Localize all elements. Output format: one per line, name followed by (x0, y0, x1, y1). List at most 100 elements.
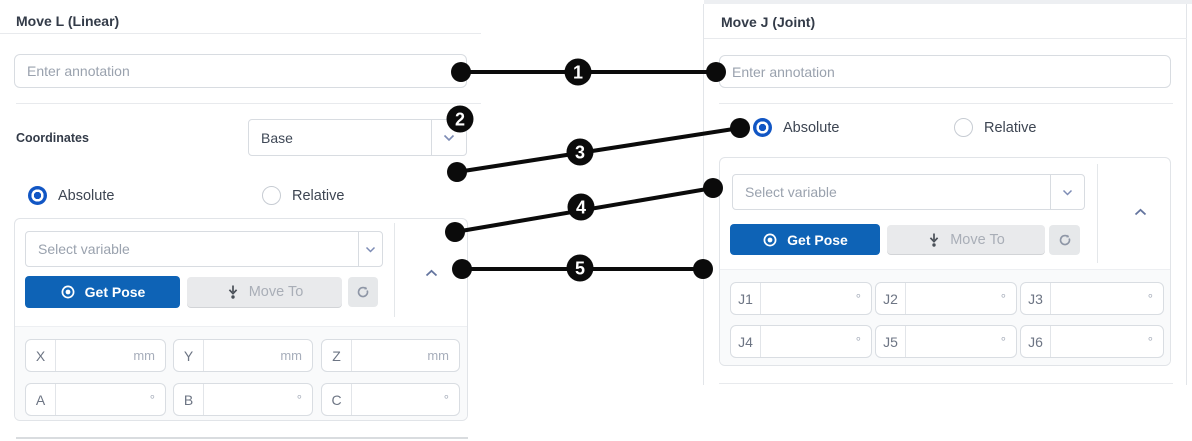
relative-radio[interactable]: Relative (262, 186, 344, 205)
field-x-label: X (26, 340, 56, 371)
chevron-down-icon (1050, 175, 1084, 209)
move-l-panel: Move L (Linear) Coordinates Base Absolut… (0, 0, 481, 441)
divider (719, 103, 1173, 104)
field-j5-label: J5 (876, 326, 906, 357)
relative-radio-label: Relative (292, 187, 345, 204)
j4-input[interactable] (761, 326, 856, 357)
field-j4-unit: ° (855, 334, 861, 349)
variable-select[interactable]: Select variable (25, 231, 383, 267)
field-c-unit: ° (443, 392, 449, 407)
x-input[interactable] (56, 340, 134, 371)
divider (16, 437, 468, 439)
field-j5-unit: ° (1000, 334, 1006, 349)
record-target-icon (61, 285, 75, 299)
field-y-label: Y (174, 340, 204, 371)
j2-input[interactable] (906, 283, 1001, 314)
b-input[interactable] (204, 384, 297, 415)
field-a-label: A (26, 384, 56, 415)
record-target-icon (763, 233, 777, 246)
field-b: B ° (173, 383, 313, 416)
get-pose-button[interactable]: Get Pose (25, 276, 180, 308)
refresh-button[interactable] (1049, 225, 1080, 255)
absolute-radio[interactable]: Absolute (28, 186, 114, 205)
refresh-arrow-icon (357, 286, 369, 298)
chevron-down-icon (431, 120, 466, 155)
divider (0, 33, 481, 34)
callout-number-3: 3 (575, 143, 585, 163)
field-y-unit: mm (280, 348, 302, 363)
radio-unselected-icon (262, 186, 281, 205)
divider (394, 223, 395, 317)
divider (704, 38, 1187, 39)
relative-radio[interactable]: Relative (954, 118, 1036, 137)
field-j3-label: J3 (1021, 283, 1051, 314)
field-j5: J5 ° (875, 325, 1017, 358)
coordinates-select[interactable]: Base (248, 119, 467, 156)
get-pose-button[interactable]: Get Pose (730, 224, 880, 255)
divider (719, 383, 1173, 384)
collapse-section-button[interactable] (1128, 203, 1152, 221)
j3-input[interactable] (1051, 283, 1148, 314)
field-j4-label: J4 (731, 326, 761, 357)
collapse-section-button[interactable] (419, 264, 443, 282)
variable-select-placeholder: Select variable (745, 184, 837, 200)
move-to-button[interactable]: Move To (887, 225, 1045, 254)
field-j3: J3 ° (1020, 282, 1164, 315)
variable-select-placeholder: Select variable (38, 241, 130, 257)
move-l-title: Move L (Linear) (16, 13, 120, 29)
move-down-icon (228, 285, 237, 299)
absolute-radio[interactable]: Absolute (753, 118, 839, 137)
field-c-label: C (322, 384, 352, 415)
field-j1-unit: ° (855, 291, 861, 306)
refresh-button[interactable] (348, 277, 378, 307)
divider (1097, 164, 1098, 263)
a-input[interactable] (56, 384, 150, 415)
variable-select[interactable]: Select variable (732, 174, 1085, 210)
field-z: Z mm (321, 339, 460, 372)
callout-badge-4 (567, 193, 595, 221)
absolute-radio-label: Absolute (58, 187, 115, 204)
field-j3-unit: ° (1147, 291, 1153, 306)
chevron-up-icon (1134, 208, 1146, 215)
field-j6-label: J6 (1021, 326, 1051, 357)
move-j-card: Move J (Joint) Absolute Relative Select … (703, 4, 1187, 385)
callout-line-3 (456, 126, 741, 174)
callout-number-1: 1 (573, 63, 583, 83)
callout-number-4: 4 (576, 198, 586, 218)
move-to-label: Move To (950, 231, 1005, 248)
field-j2-label: J2 (876, 283, 906, 314)
get-pose-label: Get Pose (84, 284, 146, 300)
move-j-title: Move J (Joint) (721, 14, 816, 30)
c-input[interactable] (352, 384, 444, 415)
move-to-button[interactable]: Move To (187, 277, 342, 307)
refresh-arrow-icon (1059, 234, 1070, 246)
field-j2-unit: ° (1000, 291, 1006, 306)
callout-line-4 (454, 186, 714, 234)
field-a: A ° (25, 383, 166, 416)
pose-fields-zone: X mm Y mm Z mm A ° B ° (15, 326, 467, 420)
joint-fields-zone: J1 ° J2 ° J3 ° J4 ° (720, 269, 1170, 365)
move-j-panel: Move J (Joint) Absolute Relative Select … (703, 0, 1192, 441)
annotation-input[interactable] (14, 54, 467, 88)
chevron-down-icon (358, 232, 382, 266)
field-x-unit: mm (133, 348, 155, 363)
j5-input[interactable] (906, 326, 1001, 357)
annotation-input[interactable] (719, 55, 1171, 88)
top-strip (704, 0, 1192, 4)
y-input[interactable] (204, 340, 281, 371)
field-j1: J1 ° (730, 282, 872, 315)
field-z-unit: mm (427, 348, 449, 363)
field-b-label: B (174, 384, 204, 415)
divider (16, 103, 481, 104)
chevron-up-icon (425, 269, 437, 276)
j1-input[interactable] (761, 283, 856, 314)
field-j4: J4 ° (730, 325, 872, 358)
z-input[interactable] (352, 340, 428, 371)
field-c: C ° (321, 383, 460, 416)
relative-radio-label: Relative (984, 119, 1037, 136)
callout-number-5: 5 (575, 259, 585, 279)
field-x: X mm (25, 339, 166, 372)
get-pose-label: Get Pose (787, 231, 848, 248)
j6-input[interactable] (1051, 326, 1148, 357)
field-j1-label: J1 (731, 283, 761, 314)
